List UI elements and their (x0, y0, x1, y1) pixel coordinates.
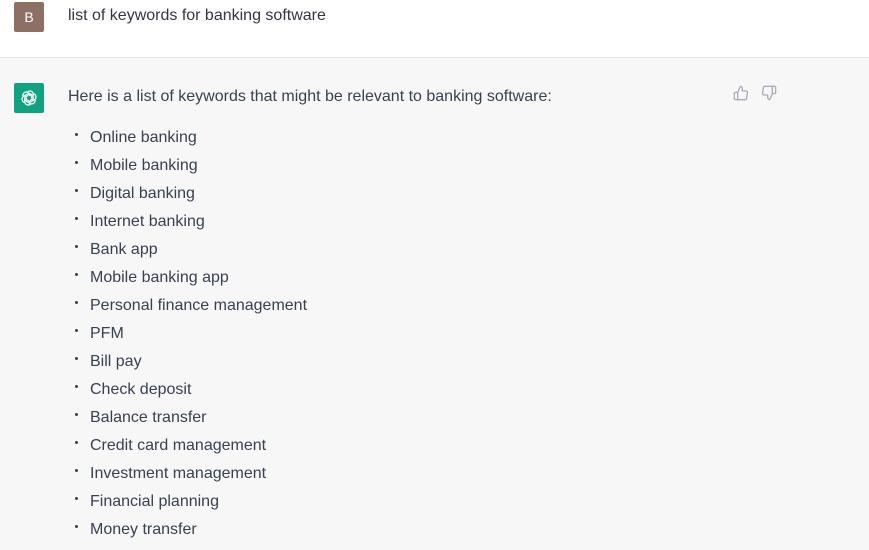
user-message-row: B list of keywords for banking software (0, 0, 869, 58)
assistant-intro-text: Here is a list of keywords that might be… (68, 88, 552, 105)
list-item: Online banking (68, 124, 307, 152)
feedback-buttons (733, 85, 777, 101)
list-item: PFM (68, 320, 307, 348)
list-item: Mobile banking (68, 152, 307, 180)
user-avatar: B (14, 2, 44, 32)
list-item: Balance transfer (68, 404, 307, 432)
list-item: Financial planning (68, 488, 307, 516)
list-item: Investment management (68, 460, 307, 488)
list-item: Internet banking (68, 208, 307, 236)
openai-logo-icon (21, 90, 37, 106)
list-item: Bill pay (68, 348, 307, 376)
list-item: Credit card management (68, 432, 307, 460)
list-item: Mobile banking app (68, 264, 307, 292)
list-item: Personal finance management (68, 292, 307, 320)
list-item: Money transfer (68, 516, 307, 544)
thumbs-up-icon[interactable] (733, 85, 749, 101)
list-item: Check deposit (68, 376, 307, 404)
thumbs-down-icon[interactable] (761, 85, 777, 101)
assistant-message-row: Here is a list of keywords that might be… (0, 58, 869, 550)
user-message-text: list of keywords for banking software (68, 7, 326, 24)
list-item: Bank app (68, 236, 307, 264)
assistant-avatar (14, 83, 44, 113)
list-item: Digital banking (68, 180, 307, 208)
keyword-list: Online banking Mobile banking Digital ba… (68, 124, 307, 544)
